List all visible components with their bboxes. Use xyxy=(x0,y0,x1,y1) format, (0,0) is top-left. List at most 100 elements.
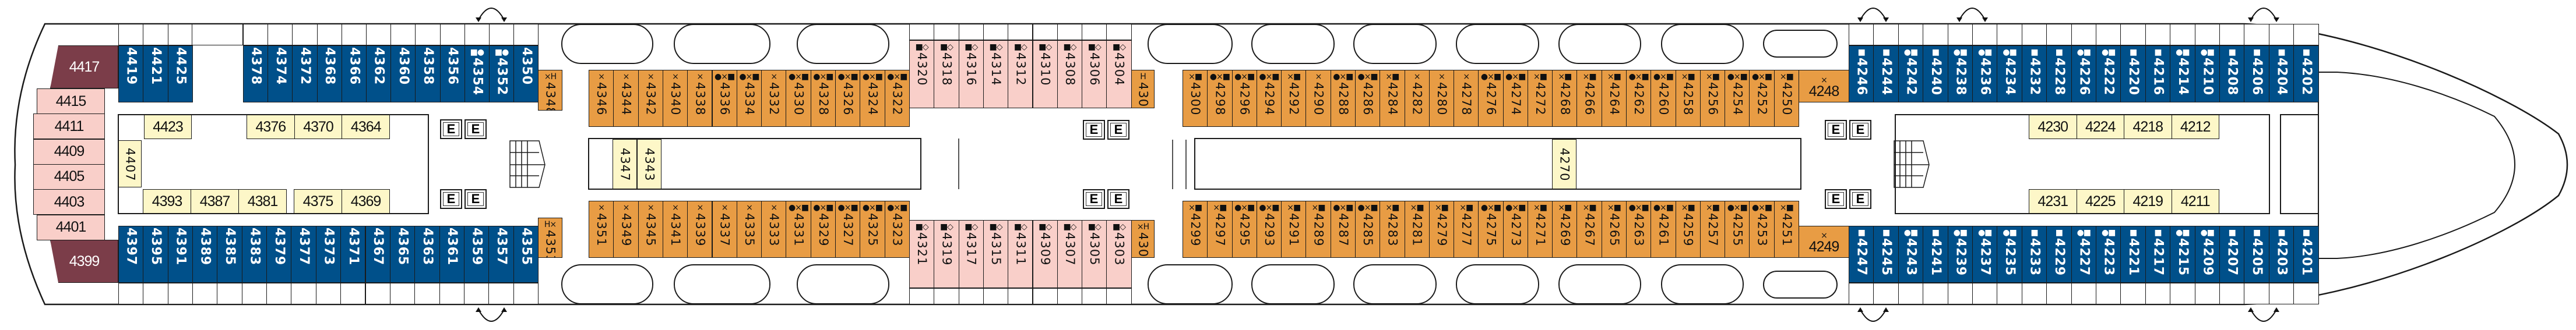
cabin-4202[interactable]: ■4202 xyxy=(2293,45,2319,102)
cabin-4361[interactable]: 4361 xyxy=(439,226,464,283)
cabin-4349[interactable]: ×4349 xyxy=(613,201,639,258)
cabin-4320[interactable]: ■◇4320 xyxy=(909,40,935,108)
cabin-4423[interactable]: 4423 xyxy=(144,115,192,139)
cabin-4333[interactable]: ×4333 xyxy=(761,201,787,258)
cabin-4263[interactable]: ●×■4263 xyxy=(1626,201,1652,258)
cabin-4369[interactable]: 4369 xyxy=(342,189,390,214)
cabin-4255[interactable]: ●×■4255 xyxy=(1725,201,1750,258)
cabin-4267[interactable]: ×■4267 xyxy=(1576,201,1602,258)
cabin-4328[interactable]: ●×■4328 xyxy=(810,70,836,127)
cabin-4308[interactable]: ■◇4308 xyxy=(1057,40,1083,108)
cabin-4232[interactable]: ■4232 xyxy=(2021,45,2047,102)
cabin-4239[interactable]: ●■4239 xyxy=(1947,226,1973,283)
cabin-4226[interactable]: ●■4226 xyxy=(2071,45,2096,102)
cabin-4311[interactable]: ■◇4311 xyxy=(1008,220,1033,288)
cabin-4276[interactable]: ●×■4276 xyxy=(1478,70,1504,127)
cabin-4338[interactable]: ×4338 xyxy=(687,70,713,127)
cabin-4370[interactable]: 4370 xyxy=(294,115,343,139)
cabin-4209[interactable]: ●■4209 xyxy=(2194,226,2220,283)
cabin-4421[interactable]: 4421 xyxy=(143,45,168,102)
cabin-4285[interactable]: ●×■4285 xyxy=(1354,201,1381,258)
cabin-4243[interactable]: ●■4243 xyxy=(1898,226,1924,283)
cabin-4364[interactable]: 4364 xyxy=(342,115,390,139)
cabin-4266[interactable]: ×■4266 xyxy=(1576,70,1602,127)
cabin-4216[interactable]: ■4216 xyxy=(2145,45,2171,102)
cabin-4262[interactable]: ●×■4262 xyxy=(1626,70,1652,127)
cabin-4350[interactable]: 4350 xyxy=(513,45,539,102)
cabin-4341[interactable]: ×4341 xyxy=(662,201,688,258)
cabin-4229[interactable]: ■4229 xyxy=(2046,226,2072,283)
cabin-4270[interactable]: 4270 xyxy=(1552,139,1576,189)
cabin-4309[interactable]: ■◇4309 xyxy=(1032,220,1058,288)
cabin-4425[interactable]: 4425 xyxy=(167,45,193,102)
cabin-4307[interactable]: ■◇4307 xyxy=(1057,220,1083,288)
cabin-4335[interactable]: ×4335 xyxy=(736,201,762,258)
cabin-4353[interactable]: H×4353 xyxy=(538,218,562,258)
cabin-4279[interactable]: ×■4279 xyxy=(1428,201,1455,258)
cabin-4407[interactable]: 4407 xyxy=(118,140,142,187)
cabin-4223[interactable]: ●■4223 xyxy=(2096,226,2121,283)
cabin-4271[interactable]: ×■4271 xyxy=(1527,201,1553,258)
cabin-4347[interactable]: 4347 xyxy=(613,139,637,189)
cabin-4251[interactable]: ×■4251 xyxy=(1773,201,1799,258)
cabin-4228[interactable]: ■4228 xyxy=(2046,45,2072,102)
cabin-4332[interactable]: ×4332 xyxy=(761,70,787,127)
cabin-4205[interactable]: ■4205 xyxy=(2244,226,2269,283)
cabin-4217[interactable]: ■4217 xyxy=(2145,226,2171,283)
cabin-4342[interactable]: ×4342 xyxy=(638,70,663,127)
cabin-4411[interactable]: 4411 xyxy=(33,113,105,140)
cabin-4325[interactable]: ●×■4325 xyxy=(860,201,885,258)
cabin-4409[interactable]: 4409 xyxy=(33,139,105,165)
cabin-4219[interactable]: 4219 xyxy=(2124,189,2172,214)
cabin-4286[interactable]: ●×■4286 xyxy=(1354,70,1381,127)
cabin-4399[interactable]: 4399 xyxy=(50,240,118,283)
cabin-4334[interactable]: ●×■4334 xyxy=(736,70,762,127)
cabin-4357[interactable]: 4357 xyxy=(488,226,514,283)
cabin-4306[interactable]: ■◇4306 xyxy=(1082,40,1107,108)
cabin-4376[interactable]: 4376 xyxy=(247,115,295,139)
cabin-4241[interactable]: ■4241 xyxy=(1923,226,1948,283)
cabin-4391[interactable]: 4391 xyxy=(167,226,193,283)
cabin-4351[interactable]: ×4351 xyxy=(589,201,614,258)
cabin-4300[interactable]: ×■4300 xyxy=(1183,70,1208,127)
cabin-4331[interactable]: ●×■4331 xyxy=(786,201,811,258)
cabin-4242[interactable]: ●■4242 xyxy=(1898,45,1924,102)
cabin-4289[interactable]: ×■4289 xyxy=(1305,201,1331,258)
cabin-4207[interactable]: ■4207 xyxy=(2219,226,2245,283)
cabin-4234[interactable]: ●■4234 xyxy=(1997,45,2022,102)
cabin-4359[interactable]: 4359 xyxy=(463,226,490,283)
cabin-4389[interactable]: 4389 xyxy=(192,226,218,283)
cabin-4322[interactable]: ●×■4322 xyxy=(884,70,910,127)
cabin-4339[interactable]: ×4339 xyxy=(687,201,713,258)
cabin-4254[interactable]: ●×■4254 xyxy=(1725,70,1750,127)
cabin-4362[interactable]: 4362 xyxy=(366,45,392,102)
cabin-4319[interactable]: ■◇4319 xyxy=(934,220,959,288)
cabin-4225[interactable]: 4225 xyxy=(2076,189,2124,214)
cabin-4344[interactable]: ×4344 xyxy=(613,70,639,127)
cabin-4401[interactable]: 4401 xyxy=(37,214,105,240)
cabin-4385[interactable]: 4385 xyxy=(217,226,242,283)
cabin-4374[interactable]: 4374 xyxy=(268,45,293,102)
cabin-4346[interactable]: ×4346 xyxy=(589,70,614,127)
cabin-4343[interactable]: 4343 xyxy=(637,139,661,189)
cabin-4305[interactable]: ■◇4305 xyxy=(1082,220,1107,288)
cabin-4312[interactable]: ■◇4312 xyxy=(1008,40,1033,108)
cabin-4356[interactable]: 4356 xyxy=(439,45,465,102)
cabin-4274[interactable]: ●×■4274 xyxy=(1502,70,1528,127)
cabin-4235[interactable]: ●■4235 xyxy=(1997,226,2022,283)
cabin-4321[interactable]: ■◇4321 xyxy=(909,220,935,288)
cabin-4247[interactable]: ■4247 xyxy=(1849,226,1874,283)
cabin-4363[interactable]: 4363 xyxy=(414,226,440,283)
cabin-4260[interactable]: ●×■4260 xyxy=(1651,70,1676,127)
cabin-4296[interactable]: ●×■4296 xyxy=(1231,70,1257,127)
cabin-4314[interactable]: ■◇4314 xyxy=(983,40,1009,108)
cabin-4238[interactable]: ●■4238 xyxy=(1947,45,1973,102)
cabin-4365[interactable]: 4365 xyxy=(389,226,416,283)
cabin-4368[interactable]: 4368 xyxy=(316,45,342,102)
cabin-4419[interactable]: 4419 xyxy=(118,45,144,102)
cabin-4265[interactable]: ×■4265 xyxy=(1601,201,1627,258)
cabin-4373[interactable]: 4373 xyxy=(315,226,342,283)
cabin-4240[interactable]: ■4240 xyxy=(1923,45,1948,102)
cabin-4293[interactable]: ●×■4293 xyxy=(1256,201,1282,258)
